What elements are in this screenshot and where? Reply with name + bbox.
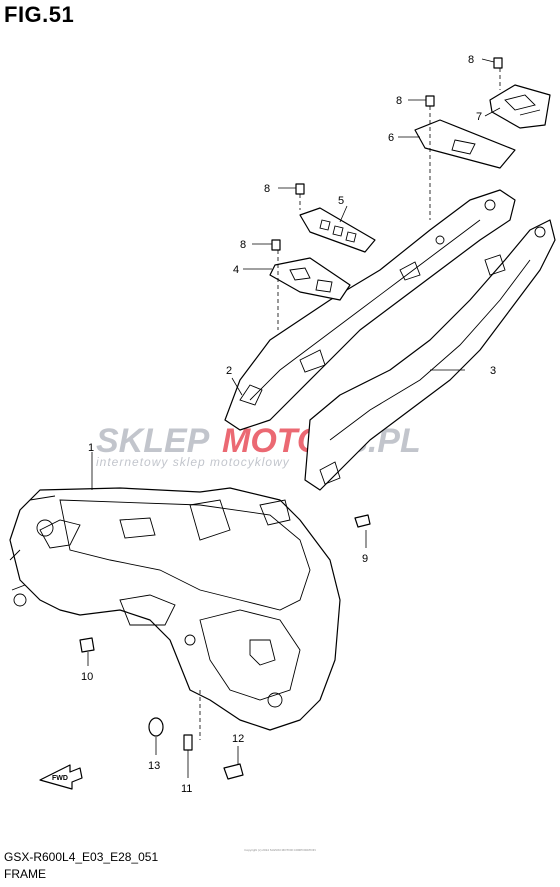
callout-11: 11 xyxy=(181,783,192,795)
washer-13 xyxy=(148,717,164,737)
callout-8b: 8 xyxy=(396,95,402,107)
seat-rail-left xyxy=(224,189,516,431)
callout-1: 1 xyxy=(88,442,94,454)
callout-12: 12 xyxy=(232,733,244,745)
callout-5: 5 xyxy=(338,195,344,207)
leader-lines xyxy=(87,58,501,778)
callout-8c: 8 xyxy=(264,183,270,195)
callout-13: 13 xyxy=(148,760,160,772)
bracket-7 xyxy=(489,84,551,129)
callout-6: 6 xyxy=(388,132,394,144)
callout-3: 3 xyxy=(490,365,496,377)
bolt-12 xyxy=(223,763,244,780)
fwd-arrow-icon: FWD xyxy=(39,764,83,790)
callout-9: 9 xyxy=(362,553,368,565)
callout-8d: 8 xyxy=(240,239,246,251)
callout-7: 7 xyxy=(476,111,482,123)
seat-rail-right xyxy=(304,219,556,491)
callout-labels: 1 2 3 4 5 6 7 8 8 8 8 9 10 11 12 13 xyxy=(81,54,496,795)
watermark-prefix: SKLEP xyxy=(96,422,210,460)
model-code: GSX-R600L4_E03_E28_051 xyxy=(4,850,159,864)
bolt-9 xyxy=(354,514,371,528)
callout-4: 4 xyxy=(233,264,239,276)
callout-8a: 8 xyxy=(468,54,474,66)
fwd-label: FWD xyxy=(52,775,68,782)
bolts-8 xyxy=(271,57,503,251)
bolt-11 xyxy=(183,734,193,751)
copyright-note: Copyright (c) 2014 SUZUKI MOTOR CORPORAT… xyxy=(244,848,316,852)
callout-2: 2 xyxy=(226,365,232,377)
bracket-4 xyxy=(269,257,351,301)
bracket-5 xyxy=(299,207,376,253)
section-name: FRAME xyxy=(4,867,46,881)
main-frame xyxy=(9,487,341,731)
watermark-tagline: internetowy sklep motocyklowy xyxy=(96,455,290,469)
figure-title: FIG.51 xyxy=(4,2,75,27)
cap-10 xyxy=(79,637,95,653)
callout-10: 10 xyxy=(81,671,93,683)
bracket-6 xyxy=(414,119,516,169)
